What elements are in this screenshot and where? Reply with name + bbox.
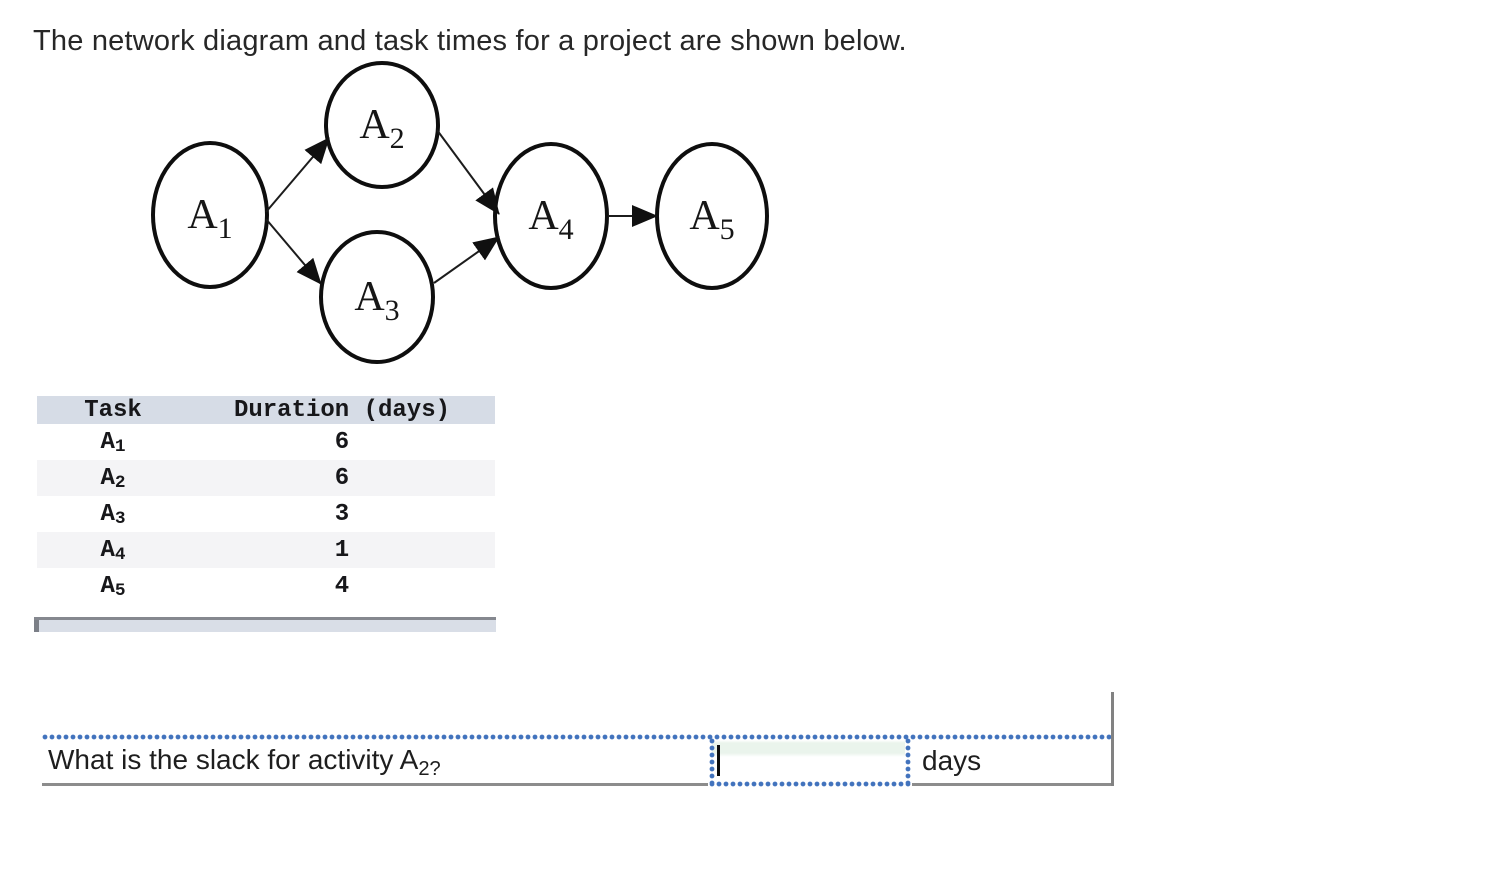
task-cell: A4 bbox=[100, 536, 126, 566]
table-row: A1 6 bbox=[37, 424, 495, 460]
text-cursor bbox=[717, 745, 720, 776]
duration-cell: 6 bbox=[334, 428, 350, 456]
answer-input-right-dotted-border bbox=[905, 738, 911, 783]
duration-cell: 4 bbox=[334, 572, 350, 600]
question-prefix: What is the slack for activity A bbox=[48, 744, 419, 775]
table-row: A4 1 bbox=[37, 532, 495, 568]
edge-a3-a4 bbox=[433, 236, 500, 284]
node-a2 bbox=[324, 61, 440, 189]
scrollbar-thumb-cap bbox=[34, 620, 39, 632]
duration-cell: 1 bbox=[334, 536, 350, 564]
answer-input-left-dotted-border bbox=[709, 738, 715, 783]
question-subscript: 2? bbox=[418, 757, 441, 780]
table-row: A5 4 bbox=[37, 568, 495, 604]
answer-input-bottom-dotted-border bbox=[709, 781, 911, 787]
answer-row-underline-left bbox=[42, 783, 708, 786]
duration-cell: 6 bbox=[334, 464, 350, 492]
table-header-row: Task Duration (days) bbox=[37, 396, 495, 424]
table-row: A2 6 bbox=[37, 460, 495, 496]
table-row: A3 3 bbox=[37, 496, 495, 532]
node-a3 bbox=[319, 230, 435, 364]
duration-cell: 3 bbox=[334, 500, 350, 528]
answer-row-right-border bbox=[1111, 692, 1114, 786]
edge-a2-a4 bbox=[436, 129, 500, 215]
edge-a1-a2 bbox=[265, 137, 330, 213]
duration-column-header: Duration (days) bbox=[233, 396, 451, 424]
answer-row-top-dotted-border bbox=[42, 734, 1113, 740]
page-title: The network diagram and task times for a… bbox=[33, 25, 907, 57]
task-cell: A5 bbox=[100, 572, 126, 602]
answer-input[interactable] bbox=[712, 740, 905, 782]
node-a4 bbox=[493, 142, 609, 290]
table-scrollbar[interactable] bbox=[34, 617, 496, 632]
edge-a1-a3 bbox=[265, 218, 322, 285]
question-text: What is the slack for activity A2? bbox=[48, 743, 441, 780]
answer-row-underline-right bbox=[912, 783, 1113, 786]
node-a1 bbox=[151, 141, 269, 289]
task-cell: A3 bbox=[100, 500, 126, 530]
task-cell: A1 bbox=[100, 428, 126, 458]
task-column-header: Task bbox=[84, 396, 142, 424]
task-cell: A2 bbox=[100, 464, 126, 494]
unit-label: days bbox=[922, 745, 982, 776]
